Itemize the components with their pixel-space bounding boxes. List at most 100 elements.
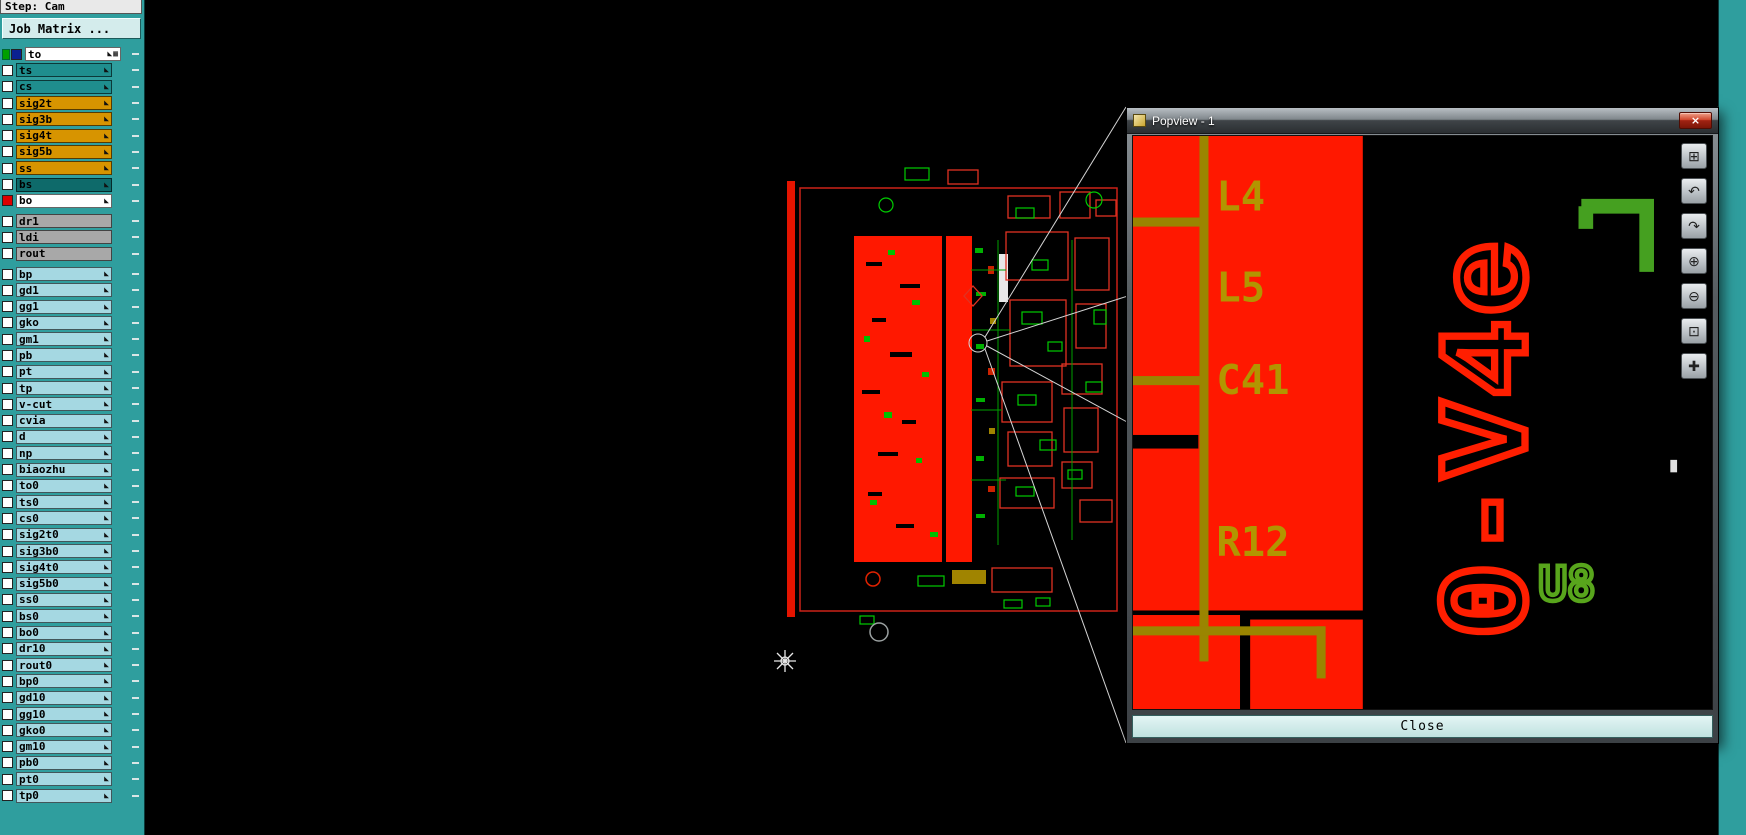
layer-color-swatch[interactable] <box>2 643 13 655</box>
layer-name-tag[interactable]: np◣ <box>16 446 112 461</box>
layer-row-pt0[interactable]: pt0◣ <box>0 771 144 787</box>
layer-name-tag[interactable]: pb0◣ <box>16 755 112 770</box>
layer-color-swatch[interactable] <box>2 81 13 93</box>
layer-name-tag[interactable]: ss0◣ <box>16 592 112 607</box>
layer-name-tag[interactable]: bo0◣ <box>16 625 112 640</box>
layer-name-tag[interactable]: gg10◣ <box>16 707 112 722</box>
layer-row-cvia[interactable]: cvia◣ <box>0 413 144 429</box>
layer-name-tag[interactable]: sig5b0◣ <box>16 576 112 591</box>
layer-row-sig2t[interactable]: sig2t◣ <box>0 95 144 111</box>
layer-row-bo0[interactable]: bo0◣ <box>0 624 144 640</box>
layer-name-tag[interactable]: tp0◣ <box>16 788 112 803</box>
layer-row-dr10[interactable]: dr10◣ <box>0 641 144 657</box>
layer-row-tp[interactable]: tp◣ <box>0 380 144 396</box>
layer-color-swatch[interactable] <box>2 464 13 476</box>
layer-name-tag[interactable]: sig4t0◣ <box>16 560 112 575</box>
layer-name-tag[interactable]: ts◣ <box>16 63 112 78</box>
layer-row-gko[interactable]: gko◣ <box>0 315 144 331</box>
layer-color-swatch[interactable] <box>2 366 13 378</box>
layer-row-pt[interactable]: pt◣ <box>0 364 144 380</box>
layer-name-tag[interactable]: sig2t0◣ <box>16 527 112 542</box>
layer-row-rout0[interactable]: rout0◣ <box>0 657 144 673</box>
layer-color-swatch[interactable] <box>2 741 13 753</box>
layer-name-tag[interactable]: gko◣ <box>16 315 112 330</box>
layer-row-sig5b[interactable]: sig5b◣ <box>0 144 144 160</box>
popview-titlebar[interactable]: Popview - 1 <box>1127 108 1718 134</box>
layer-row-ts[interactable]: ts◣ <box>0 62 144 78</box>
layer-row-gm1[interactable]: gm1◣ <box>0 331 144 347</box>
layer-row-np[interactable]: np◣ <box>0 445 144 461</box>
layer-color-swatch[interactable] <box>2 268 13 280</box>
layer-color-swatch[interactable] <box>2 317 13 329</box>
layer-row-gd10[interactable]: gd10◣ <box>0 690 144 706</box>
layer-name-tag[interactable]: ts0◣ <box>16 495 112 510</box>
layer-name-tag[interactable]: pt◣ <box>16 364 112 379</box>
layer-color-swatch[interactable] <box>2 349 13 361</box>
layer-row-sig3b[interactable]: sig3b◣ <box>0 111 144 127</box>
layer-name-tag[interactable]: bs0◣ <box>16 609 112 624</box>
layer-name-tag[interactable]: dr10◣ <box>16 641 112 656</box>
layer-color-swatch[interactable] <box>2 97 13 109</box>
layer-color-swatch[interactable] <box>2 659 13 671</box>
layer-name-tag[interactable]: gko0◣ <box>16 723 112 738</box>
layer-color-swatch[interactable] <box>2 594 13 606</box>
layer-color-swatch[interactable] <box>2 382 13 394</box>
next-view-icon[interactable]: ↷ <box>1681 213 1707 239</box>
layer-row-tp0[interactable]: tp0◣ <box>0 787 144 803</box>
layer-color-swatch[interactable] <box>2 627 13 639</box>
layer-name-tag[interactable]: to◣▦ <box>25 47 121 62</box>
layer-name-tag[interactable]: d◣ <box>16 429 112 444</box>
layer-name-tag[interactable]: cvia◣ <box>16 413 112 428</box>
layer-color-swatch[interactable] <box>2 773 13 785</box>
layer-name-tag[interactable]: gm10◣ <box>16 739 112 754</box>
layer-color-swatch[interactable] <box>2 561 13 573</box>
layer-row-cs0[interactable]: cs0◣ <box>0 510 144 526</box>
layer-color-swatch[interactable] <box>2 790 13 801</box>
layer-color-swatch[interactable] <box>2 248 13 260</box>
layer-row-bs0[interactable]: bs0◣ <box>0 608 144 624</box>
zoom-fit-icon[interactable]: ⊡ <box>1681 318 1707 344</box>
layer-row-sig5b0[interactable]: sig5b0◣ <box>0 576 144 592</box>
layer-row-sig4t0[interactable]: sig4t0◣ <box>0 559 144 575</box>
layer-name-tag[interactable]: sig5b◣ <box>16 144 112 159</box>
layer-name-tag[interactable]: sig2t◣ <box>16 96 112 111</box>
layer-color-swatch[interactable] <box>2 724 13 736</box>
layer-row-to[interactable]: to◣▦ <box>0 46 144 62</box>
layer-row-biaozhu[interactable]: biaozhu◣ <box>0 461 144 477</box>
layer-name-tag[interactable]: rout0◣ <box>16 658 112 673</box>
layer-name-tag[interactable]: rout <box>16 246 112 261</box>
layer-row-gm10[interactable]: gm10◣ <box>0 738 144 754</box>
zoom-out-icon[interactable]: ⊖ <box>1681 283 1707 309</box>
layer-name-tag[interactable]: gd1◣ <box>16 283 112 298</box>
pan-view-icon[interactable]: ✚ <box>1681 353 1707 379</box>
popview-close-icon[interactable]: × <box>1679 112 1712 129</box>
layer-row-v-cut[interactable]: v-cut◣ <box>0 396 144 412</box>
layer-color-swatch[interactable] <box>2 284 13 296</box>
layer-color-swatch[interactable] <box>2 146 13 158</box>
layer-name-tag[interactable]: v-cut◣ <box>16 397 112 412</box>
layer-name-tag[interactable]: cs0◣ <box>16 511 112 526</box>
layer-color-swatch[interactable] <box>11 48 22 60</box>
layer-row-ss[interactable]: ss◣ <box>0 160 144 176</box>
layer-row-ss0[interactable]: ss0◣ <box>0 592 144 608</box>
layer-color-swatch[interactable] <box>2 64 13 76</box>
layer-name-tag[interactable]: ss◣ <box>16 161 112 176</box>
layer-name-tag[interactable]: bp◣ <box>16 267 112 281</box>
popview-close-button[interactable]: Close <box>1132 715 1713 738</box>
layer-row-bo[interactable]: bo◣ <box>0 193 144 209</box>
layer-row-to0[interactable]: to0◣ <box>0 478 144 494</box>
layer-name-tag[interactable]: bo◣ <box>16 193 112 208</box>
layer-color-swatch[interactable] <box>2 215 13 227</box>
layer-name-tag[interactable]: gm1◣ <box>16 332 112 347</box>
layer-name-tag[interactable]: dr1 <box>16 214 112 229</box>
layer-name-tag[interactable]: ldi <box>16 230 112 245</box>
layer-row-ldi[interactable]: ldi <box>0 229 144 245</box>
layer-name-tag[interactable]: gg1◣ <box>16 299 112 314</box>
layer-name-tag[interactable]: sig3b0◣ <box>16 544 112 559</box>
layer-row-pb0[interactable]: pb0◣ <box>0 755 144 771</box>
layer-color-swatch[interactable] <box>2 496 13 508</box>
layer-color-swatch[interactable] <box>2 231 13 243</box>
layer-row-pb[interactable]: pb◣ <box>0 347 144 363</box>
layer-name-tag[interactable]: tp◣ <box>16 381 112 396</box>
layer-color-swatch[interactable] <box>2 757 13 769</box>
